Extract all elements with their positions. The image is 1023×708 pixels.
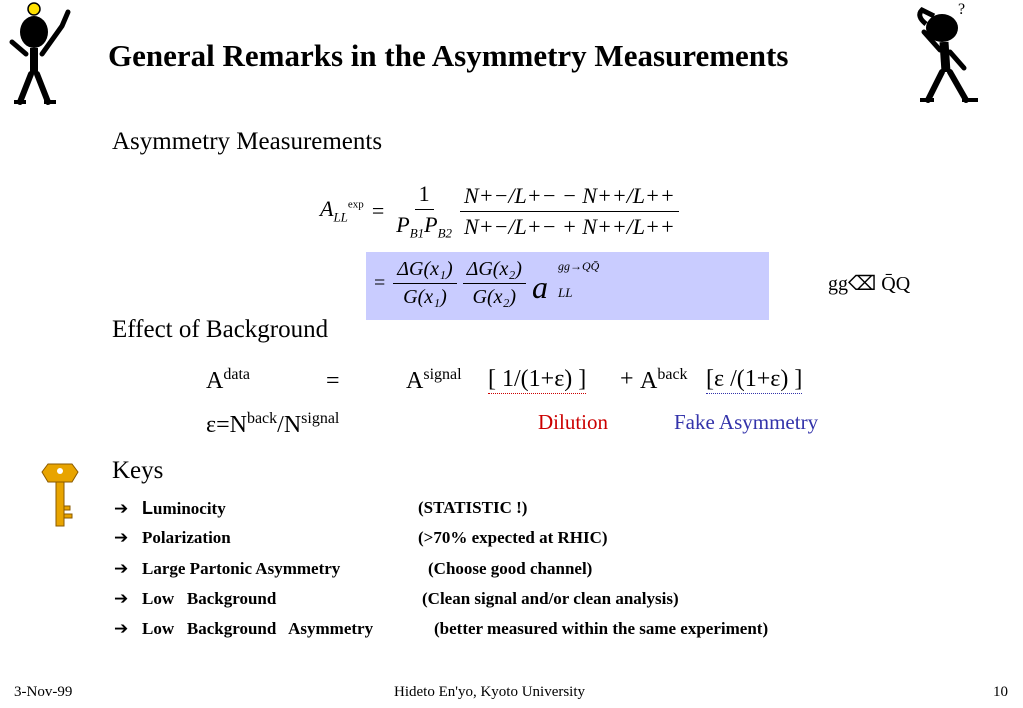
a-data-sup: data — [223, 366, 250, 383]
coef-p1-sub: B1 — [409, 225, 425, 241]
partonic-asymmetry: a gg→QQ̄ LL — [532, 259, 642, 309]
a-signal-term: Asignal — [406, 366, 462, 395]
dilution-label: Dilution — [538, 410, 609, 434]
formula-equals: = — [371, 198, 385, 223]
dilution-term: [ 1/(1+ε) ] — [488, 366, 587, 394]
asymmetry-formula: ALLexp = 1 PB1PB2 N+−/L+− − N++/L++ N+−/… — [320, 176, 679, 246]
formula-lhs: ALLexp — [320, 196, 364, 225]
gluon-ratio-1-den: G(x₁) — [403, 286, 447, 308]
gluon-ratio-1-num: ΔG(x₁) — [393, 258, 457, 284]
formula-lhs-sub: LL — [333, 209, 348, 225]
footer-page-number: 10 — [993, 684, 1008, 700]
a-data-symbol: A — [206, 368, 224, 394]
arrow-bullet-icon: ➔ — [114, 528, 129, 548]
section-asymmetry-heading: Asymmetry Measurements — [112, 128, 383, 155]
arrow-bullet-icon: ➔ — [114, 559, 129, 579]
gluon-ratio-2-den: G(x₂) — [472, 286, 517, 308]
section-keys-heading: Keys — [112, 457, 164, 484]
key-item-label: uminocity — [153, 499, 226, 518]
coef-p1: P — [396, 211, 410, 237]
bg-equals: = — [326, 368, 340, 394]
svg-text:?: ? — [958, 2, 965, 18]
key-item-polarization: ➔ Polarization — [114, 528, 231, 548]
key-item-note: (Choose good channel) — [428, 559, 593, 578]
key-item-low-background-asymmetry: ➔ Low Background Asymmetry — [114, 619, 373, 639]
epsilon-lhs: ε=N — [206, 412, 247, 438]
partonic-a-sub: LL — [557, 284, 573, 300]
key-item-luminocity: ➔ Luminocity — [114, 498, 226, 519]
a-signal-sup: signal — [423, 366, 462, 383]
key-item-label: Low Background Asymmetry — [142, 619, 374, 638]
coefficient-fraction: 1 PB1PB2 — [392, 181, 456, 241]
idea-figure-icon — [4, 0, 80, 106]
arrow-bullet-icon: ➔ — [114, 499, 129, 519]
arrow-bullet-icon: ➔ — [114, 619, 129, 639]
thinking-figure-icon: ? — [906, 1, 994, 106]
coefficient-numerator: 1 — [414, 181, 434, 210]
a-signal-symbol: A — [406, 368, 424, 394]
key-item-label: Polarization — [142, 528, 231, 547]
key-item-first-letter: L — [142, 498, 153, 518]
epsilon-sup-back: back — [246, 410, 278, 427]
key-icon — [40, 462, 80, 528]
epsilon-sup-signal: signal — [301, 410, 340, 427]
key-item-label: Large Partonic Asymmetry — [142, 559, 341, 578]
background-equation: Adata = Asignal [ 1/(1+ε) ] + Aback [ε /… — [206, 366, 846, 400]
partonic-formula-box: = ΔG(x₁) G(x₁) ΔG(x₂) G(x₂) a gg→QQ̄ LL — [366, 252, 769, 320]
fake-asymmetry-term: [ε /(1+ε) ] — [706, 366, 803, 394]
a-data-term: Adata — [206, 366, 250, 395]
footer-date: 3-Nov-99 — [14, 684, 73, 700]
a-back-sup: back — [657, 366, 688, 383]
gluon-ratio-2-num: ΔG(x₂) — [462, 258, 526, 284]
count-ratio-numerator: N+−/L+− − N++/L++ — [460, 183, 679, 212]
key-item-low-background: ➔ Low Background — [114, 589, 276, 609]
gluon-ratio-1: ΔG(x₁) G(x₁) — [393, 258, 457, 309]
key-item-note: (Clean signal and/or clean analysis) — [422, 589, 679, 608]
slide-title: General Remarks in the Asymmetry Measure… — [108, 38, 789, 73]
a-back-term: Aback — [640, 366, 688, 395]
partonic-equals: = — [374, 272, 386, 294]
key-item-note: (better measured within the same experim… — [434, 619, 769, 638]
count-ratio-denominator: N+−/L+− + N++/L++ — [464, 213, 675, 239]
coef-p2: P — [424, 211, 438, 237]
gluon-ratio-2: ΔG(x₂) G(x₂) — [462, 258, 526, 309]
fake-asymmetry-label: Fake Asymmetry — [674, 410, 819, 434]
bg-plus: + — [620, 366, 634, 392]
coef-p2-sub: B2 — [437, 225, 453, 241]
count-ratio-fraction: N+−/L+− − N++/L++ N+−/L+− + N++/L++ — [460, 183, 679, 240]
a-back-symbol: A — [640, 368, 658, 394]
key-item-note: (STATISTIC !) — [418, 498, 528, 517]
partonic-a-symbol: a — [531, 268, 548, 305]
formula-lhs-sup: exp — [347, 198, 364, 211]
epsilon-definition: ε=Nback/Nsignal — [206, 410, 339, 439]
footer-author: Hideto En'yo, Kyoto University — [394, 684, 586, 700]
key-item-note: (>70% expected at RHIC) — [418, 528, 608, 547]
section-background-heading: Effect of Background — [112, 316, 329, 343]
coefficient-denominator: PB1PB2 — [392, 210, 456, 241]
formula-lhs-symbol: A — [320, 196, 334, 222]
key-item-partonic-asymmetry: ➔ Large Partonic Asymmetry — [114, 559, 340, 579]
process-label: gg⌫ Q̄Q — [828, 273, 911, 295]
arrow-bullet-icon: ➔ — [114, 589, 129, 609]
partonic-a-sup: gg→QQ̄ — [557, 258, 600, 273]
key-item-label: Low Background — [142, 589, 277, 608]
epsilon-slash: /N — [277, 412, 302, 438]
